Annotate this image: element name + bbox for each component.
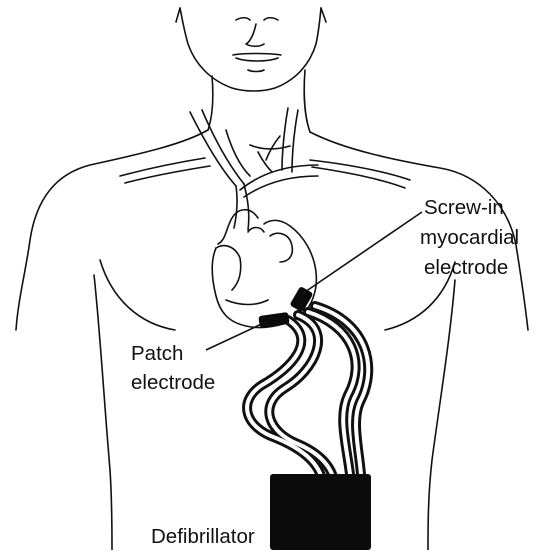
great-vessels: [190, 108, 318, 230]
leads: [247, 306, 368, 500]
patch-label-line-2: electrode: [131, 371, 215, 394]
defibrillator-device: [270, 474, 371, 550]
screw-in-label-line-2: myocardial: [420, 226, 519, 249]
screw-in-label-line-1: Screw-in: [424, 196, 504, 219]
neck: [208, 70, 310, 132]
screw-in-label-line-3: electrode: [424, 256, 508, 279]
patch-label-line-1: Patch: [131, 342, 183, 365]
defibrillator-label: Defibrillator: [151, 525, 255, 548]
head: [176, 8, 326, 91]
patch-electrode: [258, 312, 289, 328]
